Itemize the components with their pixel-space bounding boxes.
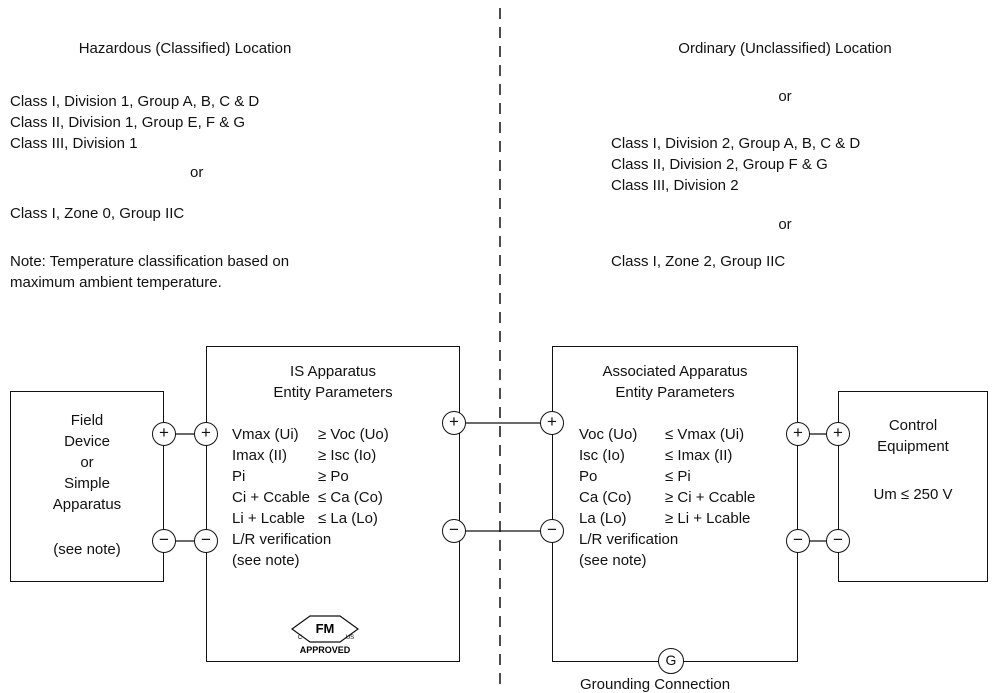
param-name: Isc (Io) xyxy=(579,447,625,464)
note-row: (see note) xyxy=(232,550,389,571)
control-minus-terminal: − xyxy=(826,529,850,553)
field-device-line-2: Device xyxy=(64,433,110,450)
verification-row: L/R verification xyxy=(579,529,755,550)
ordinary-class-1: Class I, Division 2, Group A, B, C & D xyxy=(611,135,861,152)
param-name: Ca (Co) xyxy=(579,489,632,506)
param-condition: ≤ Imax (II) xyxy=(665,447,733,464)
is-out-minus-terminal: − xyxy=(442,519,466,543)
assoc-in-plus-terminal: + xyxy=(540,411,564,435)
param-name: Imax (II) xyxy=(232,447,287,464)
hazardous-note-2: maximum ambient temperature. xyxy=(10,274,222,291)
field-device-note: (see note) xyxy=(53,541,121,558)
control-equipment-line-1: Control xyxy=(888,417,938,434)
hazardous-note-1: Note: Temperature classification based o… xyxy=(10,253,290,270)
param-condition: ≤ La (Lo) xyxy=(318,510,378,527)
param-row: Isc (Io) ≤ Imax (II) xyxy=(579,445,755,466)
param-name: Vmax (Ui) xyxy=(232,426,299,443)
param-condition: ≥ Voc (Uo) xyxy=(318,426,389,443)
is-apparatus-title-2: Entity Parameters xyxy=(273,384,393,401)
see-note-label: (see note) xyxy=(579,552,647,569)
param-row: Ci + Ccable ≤ Ca (Co) xyxy=(232,487,389,508)
verification-label: L/R verification xyxy=(579,531,679,548)
param-row: Po ≤ Pi xyxy=(579,466,755,487)
field-device-line-5: Apparatus xyxy=(52,496,122,513)
param-row: Vmax (Ui) ≥ Voc (Uo) xyxy=(232,424,389,445)
param-row: La (Lo) ≥ Li + Lcable xyxy=(579,508,755,529)
param-condition: ≥ Po xyxy=(318,468,349,485)
param-row: Ca (Co) ≥ Ci + Ccable xyxy=(579,487,755,508)
is-in-minus-terminal: − xyxy=(194,529,218,553)
field-minus-terminal: − xyxy=(152,529,176,553)
associated-apparatus-title-1: Associated Apparatus xyxy=(602,363,748,380)
assoc-in-minus-terminal: − xyxy=(540,519,564,543)
assoc-out-minus-terminal: − xyxy=(786,529,810,553)
field-device-line-3: or xyxy=(80,454,94,471)
field-device-line-1: Field xyxy=(70,412,104,429)
param-name: Po xyxy=(579,468,598,485)
fm-logo-left: C xyxy=(298,635,303,641)
note-row: (see note) xyxy=(579,550,755,571)
hazardous-zone: Class I, Zone 0, Group IIC xyxy=(10,205,185,222)
ordinary-title: Ordinary (Unclassified) Location xyxy=(678,40,892,57)
hazardous-class-1: Class I, Division 1, Group A, B, C & D xyxy=(10,93,260,110)
is-apparatus-parameters: Vmax (Ui)≥ Voc (Uo) Imax (II)≥ Isc (Io) … xyxy=(232,424,389,571)
field-plus-terminal: + xyxy=(152,422,176,446)
field-device-line-4: Simple xyxy=(64,475,110,492)
is-in-plus-terminal: + xyxy=(194,422,218,446)
hazardous-class-3: Class III, Division 1 xyxy=(10,135,138,152)
control-equipment-rating: Um ≤ 250 V xyxy=(873,486,953,503)
fm-logo-right: US xyxy=(346,635,354,641)
fm-logo-text: FM xyxy=(316,621,335,636)
param-condition: ≥ Ci + Ccable xyxy=(665,489,756,506)
assoc-out-plus-terminal: + xyxy=(786,422,810,446)
param-condition: ≥ Li + Lcable xyxy=(665,510,751,527)
ordinary-or-2: or xyxy=(778,216,792,233)
control-equipment-line-2: Equipment xyxy=(877,438,949,455)
param-condition: ≤ Pi xyxy=(665,468,691,485)
param-name: Pi xyxy=(232,468,246,485)
ordinary-or-1: or xyxy=(778,88,792,105)
param-row: Voc (Uo) ≤ Vmax (Ui) xyxy=(579,424,755,445)
hazardous-or: or xyxy=(190,164,204,181)
associated-apparatus-parameters: Voc (Uo)≤ Vmax (Ui) Isc (Io)≤ Imax (II) … xyxy=(579,424,755,571)
see-note-label: (see note) xyxy=(232,552,300,569)
ordinary-zone: Class I, Zone 2, Group IIC xyxy=(611,253,786,270)
param-condition: ≤ Ca (Co) xyxy=(318,489,383,506)
param-row: Li + Lcable ≤ La (Lo) xyxy=(232,508,389,529)
hazardous-class-2: Class II, Division 1, Group E, F & G xyxy=(10,114,246,131)
is-out-plus-terminal: + xyxy=(442,411,466,435)
verification-label: L/R verification xyxy=(232,531,332,548)
fm-diamond-icon: FM C US APPROVED xyxy=(290,615,360,655)
grounding-connection-label: Grounding Connection xyxy=(580,676,731,693)
param-row: Pi ≥ Po xyxy=(232,466,389,487)
param-condition: ≤ Vmax (Ui) xyxy=(665,426,745,443)
ordinary-class-3: Class III, Division 2 xyxy=(611,177,739,194)
field-device-box xyxy=(10,391,164,582)
is-apparatus-box xyxy=(206,346,460,662)
param-name: La (Lo) xyxy=(579,510,627,527)
ground-terminal: G xyxy=(658,648,684,674)
is-apparatus-title-1: IS Apparatus xyxy=(290,363,376,380)
param-name: Voc (Uo) xyxy=(579,426,638,443)
fm-approved-logo: FM C US APPROVED xyxy=(290,614,360,656)
param-condition: ≥ Isc (Io) xyxy=(318,447,377,464)
control-equipment-box xyxy=(838,391,988,582)
param-name: Ci + Ccable xyxy=(232,489,310,506)
ordinary-class-2: Class II, Division 2, Group F & G xyxy=(611,156,828,173)
param-row: Imax (II) ≥ Isc (Io) xyxy=(232,445,389,466)
control-plus-terminal: + xyxy=(826,422,850,446)
fm-logo-approved: APPROVED xyxy=(300,645,351,655)
param-name: Li + Lcable xyxy=(232,510,305,527)
verification-row: L/R verification xyxy=(232,529,389,550)
associated-apparatus-title-2: Entity Parameters xyxy=(615,384,735,401)
hazardous-title: Hazardous (Classified) Location xyxy=(78,40,292,57)
